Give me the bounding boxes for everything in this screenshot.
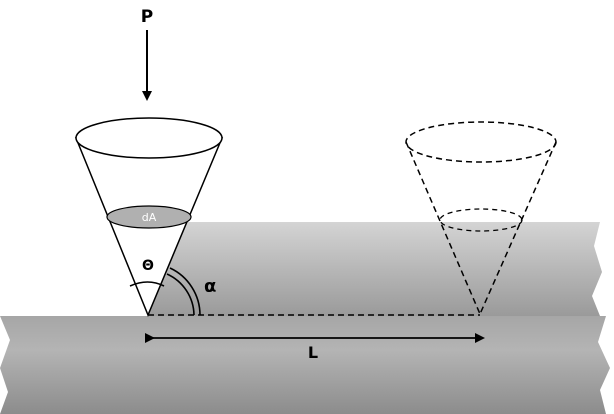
length-label: L (308, 343, 318, 362)
area-label: dA (142, 211, 157, 224)
load-label: P (141, 7, 153, 27)
cone-top-ellipse (75, 117, 223, 159)
indenter-cone (74, 117, 224, 317)
upper-block (148, 222, 602, 316)
contact-area-ellipse (106, 205, 192, 229)
alpha-label: α (204, 276, 216, 297)
theta-arc (129, 281, 165, 287)
dashed-cone-mid-ellipse (439, 208, 523, 232)
theta-label: Θ (142, 258, 154, 274)
dashed-cone-top-ellipse (405, 121, 557, 163)
indenter-cone-dashed (405, 121, 557, 315)
alpha-arc-inner (166, 273, 195, 316)
alpha-arc-outer (169, 267, 201, 316)
lower-block (0, 316, 610, 414)
